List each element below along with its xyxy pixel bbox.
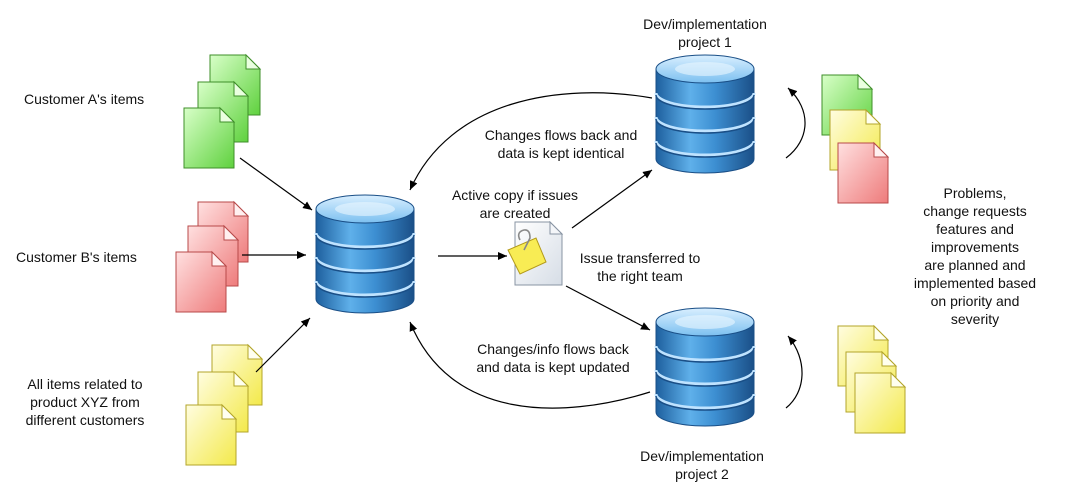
- flow-back-2-label: Changes/info flows back and data is kept…: [458, 340, 648, 376]
- arrow-flow-back-1: [409, 92, 653, 191]
- document-icon: [185, 404, 237, 466]
- problems-line: features and: [936, 221, 1014, 237]
- arrow-customer-a: [239, 157, 313, 211]
- flow-back-2-line-2: and data is kept updated: [476, 359, 630, 375]
- arrow-product-xyz: [255, 317, 311, 373]
- product-line-2: product XYZ from: [30, 394, 140, 410]
- project2-documents: [837, 325, 906, 434]
- project1-line-1: Dev/implementation: [643, 16, 767, 32]
- problems-line: are planned and: [924, 257, 1026, 273]
- project1-label: Dev/implementation project 1: [615, 15, 795, 51]
- arrow-to-project2: [565, 285, 651, 331]
- document-icon: [175, 251, 227, 313]
- flow-back-1-line-1: Changes flows back and: [484, 127, 638, 143]
- flow-back-2-line-1: Changes/info flows back: [477, 341, 629, 357]
- arrow-flow-back-2: [409, 321, 651, 409]
- transfer-line-2: the right team: [597, 268, 683, 284]
- transfer-line-1: Issue transferred to: [579, 250, 701, 266]
- customer-b-documents: [175, 201, 249, 313]
- customer-b-label: Customer B's items: [16, 249, 137, 265]
- arrow-cycle-project2: [785, 335, 803, 409]
- problems-line: change requests: [923, 203, 1027, 219]
- active-copy-line-1: Active copy if issues: [451, 187, 579, 203]
- project2-database-icon: [654, 306, 756, 428]
- document-icon: [183, 107, 235, 169]
- problems-label: Problems, change requests features and i…: [900, 184, 1050, 328]
- transfer-label: Issue transferred to the right team: [565, 249, 715, 285]
- problems-line: severity: [950, 311, 1000, 327]
- project1-documents: [821, 74, 889, 204]
- problems-line: Problems,: [943, 185, 1007, 201]
- sticky-note-icon: [507, 220, 564, 286]
- problems-line: on priority and: [930, 293, 1020, 309]
- customer-a-label: Customer A's items: [24, 91, 145, 107]
- project1-line-2: project 1: [678, 34, 732, 50]
- arrows: [239, 87, 806, 409]
- problems-line: improvements: [931, 239, 1019, 255]
- active-copy-label: Active copy if issues are created: [430, 186, 600, 222]
- product-line-1: All items related to: [27, 376, 143, 392]
- flow-back-1-line-2: data is kept identical: [497, 145, 625, 161]
- problems-line: implemented based: [913, 275, 1037, 291]
- flow-back-1-label: Changes flows back and data is kept iden…: [468, 126, 654, 162]
- product-xyz-documents: [185, 344, 263, 466]
- document-icon: [837, 142, 889, 204]
- project1-database-icon: [654, 53, 756, 175]
- arrow-cycle-project1: [785, 87, 806, 159]
- product-line-3: different customers: [25, 412, 145, 428]
- document-icon: [854, 372, 906, 434]
- arrow-to-project1: [571, 169, 653, 229]
- project2-line-1: Dev/implementation: [640, 448, 764, 464]
- customer-a-documents: [183, 54, 261, 169]
- central-database-icon: [314, 193, 416, 315]
- product-xyz-label: All items related to product XYZ from di…: [10, 375, 160, 429]
- active-copy-line-2: are created: [479, 205, 551, 221]
- project2-line-2: project 2: [675, 466, 729, 482]
- project2-label: Dev/implementation project 2: [612, 447, 792, 483]
